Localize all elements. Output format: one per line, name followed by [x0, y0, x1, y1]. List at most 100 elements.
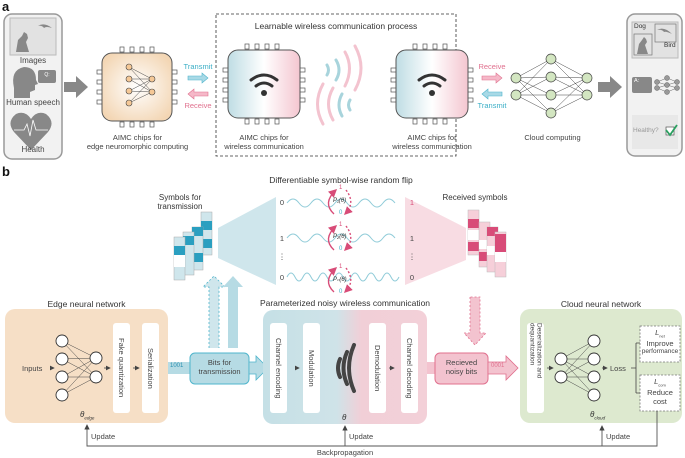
edge-chip-caption: AIMC chips for edge neuromorphic computi… — [86, 133, 189, 152]
symbols-tx-title: Symbols for transmission — [157, 193, 203, 211]
tx-symbol-stacks — [173, 211, 213, 281]
health-label: Health — [21, 145, 45, 154]
tx-bit-1: 1 — [279, 234, 285, 243]
wireless-signal-icon — [336, 343, 356, 393]
modulation-block: Modulation — [303, 323, 320, 413]
head-icon — [13, 67, 38, 98]
dog-label: Dog — [634, 23, 646, 30]
edge-nn-icon — [50, 334, 140, 402]
update-cloud-label: Update — [606, 432, 631, 441]
bits-arrow-icon — [248, 355, 269, 381]
flip-zero-2: 0 — [339, 246, 343, 252]
images-label: Images — [19, 56, 47, 65]
flip-one-n: 1 — [339, 264, 343, 270]
rx-bit-2: ⋮ — [408, 252, 416, 261]
deserialization-block: Deserialization and dequantization — [527, 323, 544, 413]
wireless-process-title: Learnable wireless communication process — [254, 21, 418, 31]
channel-decoding-block: Channel decoding — [401, 323, 418, 413]
healthy-label: Healthy? — [633, 127, 659, 134]
transmit-arrow-icon — [187, 72, 209, 84]
cloud-nn-title: Cloud neural network — [560, 299, 642, 309]
rx-beam — [405, 197, 466, 285]
dog-icon — [16, 32, 29, 52]
signal-waves-icon — [316, 44, 363, 126]
receive-arrow-icon — [187, 88, 209, 100]
edge-nn-title: Edge neural network — [47, 299, 126, 309]
panel-a-label: a — [2, 0, 10, 14]
wireless-chip-2 — [390, 43, 474, 125]
received-arrow-icon — [487, 355, 519, 381]
tx-bit-0: 0 — [279, 198, 285, 207]
wifi-icon — [249, 73, 279, 88]
transmit-label: Transmit — [183, 62, 213, 71]
edge-chip — [96, 46, 178, 128]
symbols-rx-title: Received symbols — [442, 193, 508, 202]
flip-one-1: 1 — [339, 185, 343, 191]
wifi-icon — [417, 73, 447, 88]
serialization-block: Serialization — [142, 323, 159, 413]
gray-arrow-icon — [64, 76, 88, 98]
flip-arcs-icon — [327, 189, 353, 293]
loss-label: Loss — [610, 364, 626, 373]
l-com-box — [639, 374, 681, 412]
theta-cloud: θcloud — [590, 410, 606, 421]
speech-bubble-text: Q: — [44, 72, 50, 78]
flip-prob-n: Pₙ(θ) — [333, 277, 347, 283]
update-edge-label: Update — [91, 432, 116, 441]
transmit-arrow-right-icon — [481, 88, 503, 100]
input-device — [3, 13, 63, 160]
bird-icon — [657, 28, 672, 34]
cloud-computing-caption: Cloud computing — [524, 133, 581, 142]
rx-bit-1: 1 — [409, 234, 415, 243]
dashed-down-arrow-icon — [463, 296, 487, 346]
speech-label: Human speech — [6, 98, 60, 107]
cloud-nn-icon — [547, 334, 608, 402]
flip-zero-1: 0 — [339, 210, 343, 216]
flip-zero-n: 0 — [339, 289, 343, 295]
bird-icon — [38, 24, 52, 28]
wireless-nn-title: Parameterized noisy wireless communicati… — [259, 298, 431, 308]
theta-wireless: θ — [342, 413, 347, 422]
fake-quantization-block: Fake quantization — [113, 323, 130, 413]
rx-bit-3: 0 — [409, 273, 415, 282]
inputs-label: Inputs — [22, 364, 43, 373]
dog-icon — [637, 37, 648, 54]
solid-up-arrow-icon — [223, 276, 243, 348]
rx-bit-0: 1 — [409, 198, 415, 207]
transmit-label-right: Transmit — [477, 101, 507, 110]
wireless-chip-2-caption: AIMC chips for wireless communication — [392, 133, 472, 152]
receive-arrow-right-icon — [481, 72, 503, 84]
output-device — [626, 13, 683, 157]
rx-symbol-stacks — [467, 209, 507, 278]
answer-bubble-text: A: — [634, 78, 640, 84]
demodulation-block: Demodulation — [369, 323, 386, 413]
update-wireless-label: Update — [349, 432, 374, 441]
panel-b-label: b — [2, 164, 10, 179]
backpropagation-label: Backpropagation — [316, 448, 374, 457]
flip-title: Differentiable symbol-wise random flip — [269, 175, 413, 185]
flip-prob-1: P₁(θ) — [333, 198, 347, 204]
wireless-chip-1-caption: AIMC chips for wireless communication — [224, 133, 304, 152]
tx-bit-2: ⋮ — [278, 252, 286, 261]
received-code: 0001 — [491, 363, 505, 369]
theta-edge: θedge — [80, 410, 95, 421]
channel-encoding-block: Channel encoding — [270, 323, 287, 413]
bird-label: Bird — [664, 42, 676, 49]
wireless-chip-1 — [222, 43, 306, 125]
check-icon — [665, 124, 678, 137]
carrier-waves — [286, 198, 400, 282]
receive-label: Receive — [184, 101, 212, 110]
flip-prob-2: P₂(θ) — [333, 234, 347, 240]
receive-label-right: Receive — [478, 62, 506, 71]
dashed-up-arrow-icon — [202, 275, 226, 348]
flip-one-2: 1 — [339, 222, 343, 228]
l-net-box — [639, 325, 681, 363]
gray-arrow-icon — [598, 76, 622, 98]
tx-beam — [218, 197, 276, 285]
cloud-network-icon — [510, 53, 593, 119]
